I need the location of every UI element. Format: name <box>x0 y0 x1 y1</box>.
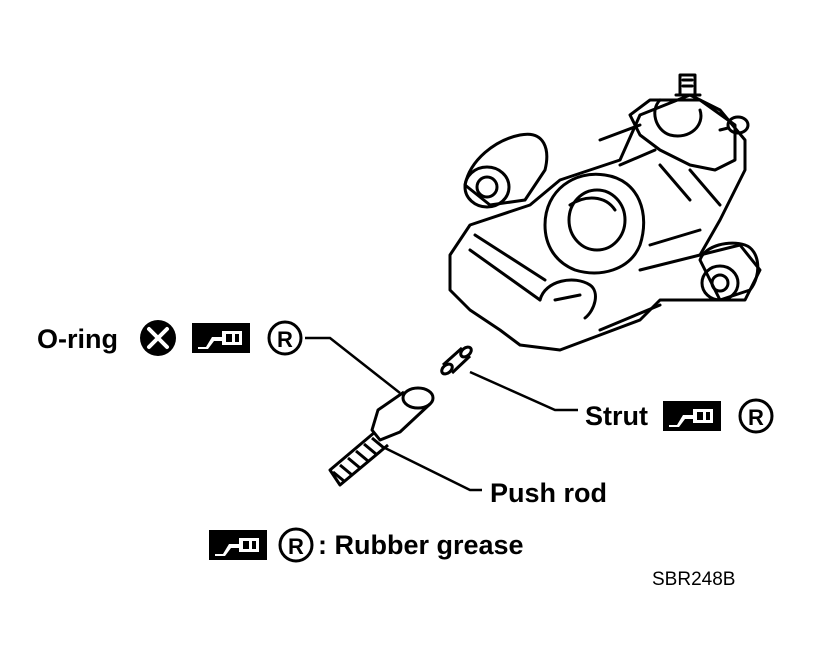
caliper-body <box>448 73 762 352</box>
rubber-grease-icon <box>192 323 250 353</box>
svg-text:R: R <box>288 534 304 559</box>
svg-text:R: R <box>277 327 293 352</box>
leader-lines <box>305 336 578 492</box>
legend-text: : Rubber grease <box>318 530 524 560</box>
push-rod-label: Push rod <box>490 478 607 508</box>
r-mark-icon: R <box>738 398 774 434</box>
svg-text:R: R <box>748 405 764 430</box>
o-ring-label: O-ring <box>37 324 118 354</box>
rubber-grease-icon <box>209 530 267 560</box>
r-mark-icon: R <box>278 527 314 563</box>
figure-code: SBR248B <box>652 569 735 590</box>
strut-pin <box>440 345 473 376</box>
push-rod <box>328 386 435 487</box>
r-mark-icon: R <box>267 320 303 356</box>
strut-label: Strut <box>585 401 648 431</box>
x-circle-icon <box>140 320 176 356</box>
rubber-grease-icon <box>663 401 721 431</box>
